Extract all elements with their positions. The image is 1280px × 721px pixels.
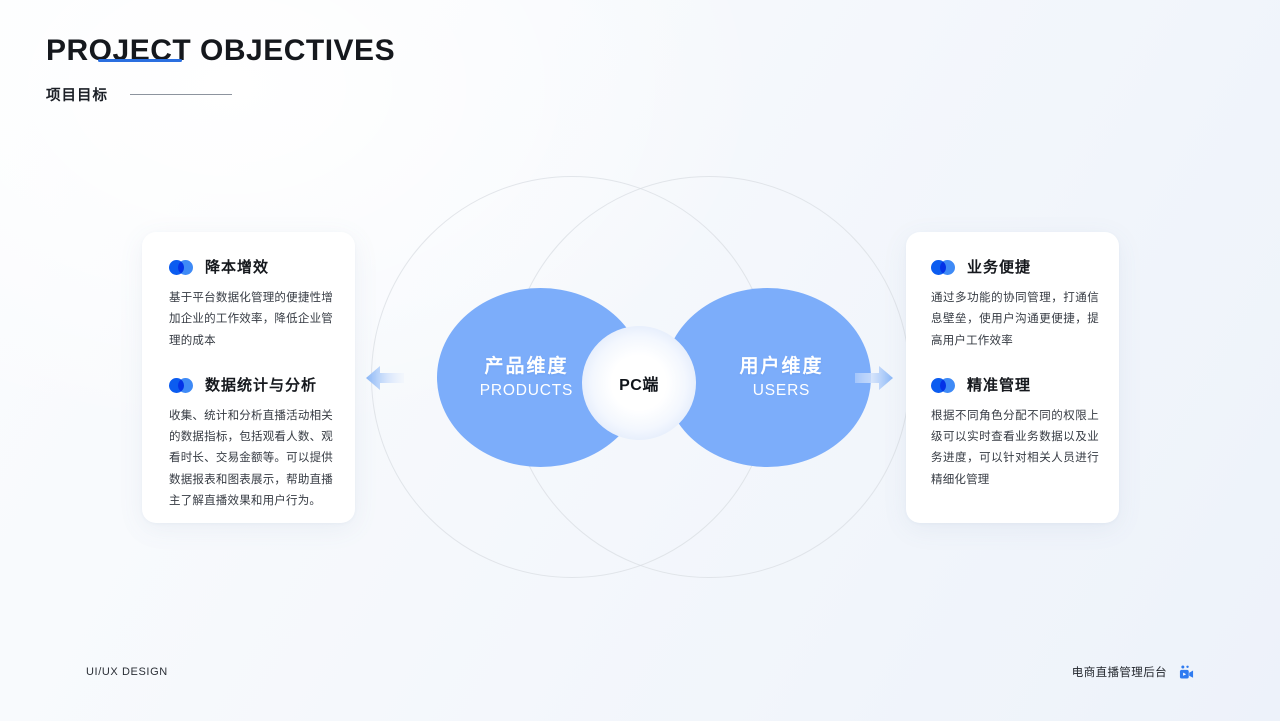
footer-right: 电商直播管理后台 xyxy=(1072,664,1194,680)
venn-intersection-label: PC端 xyxy=(619,377,659,394)
venn-bullet-icon xyxy=(931,377,955,393)
page-title: PROJECT OBJECTIVES xyxy=(46,36,395,66)
outer-ring-left xyxy=(371,176,773,578)
venn-lobe-products[interactable]: 产品维度 PRODUCTS xyxy=(437,288,644,467)
objective-heading: 数据统计与分析 xyxy=(169,376,333,394)
objective-body: 收集、统计和分析直播活动相关的数据指标，包括观看人数、观看时长、交易金额等。可以… xyxy=(169,409,333,507)
venn-bullet-icon xyxy=(169,260,193,275)
objective-heading: 业务便捷 xyxy=(931,260,1099,275)
venn-intersection[interactable]: PC端 xyxy=(582,326,696,440)
video-camera-icon xyxy=(1179,664,1194,678)
objective-block: 降本增效 基于平台数据化管理的便捷性增加企业的工作效率，降低企业管理的成本 xyxy=(169,260,333,352)
objective-body: 根据不同角色分配不同的权限上级可以实时查看业务数据以及业务进度，可以针对相关人员… xyxy=(931,409,1099,486)
objective-block: 数据统计与分析 收集、统计和分析直播活动相关的数据指标，包括观看人数、观看时长、… xyxy=(169,376,333,512)
page-subtitle: 项目目标 xyxy=(46,88,108,104)
objective-title: 业务便捷 xyxy=(967,259,1032,276)
venn-lobe-products-label-cn: 产品维度 xyxy=(484,355,569,377)
objective-title: 精准管理 xyxy=(967,376,1032,394)
title-strikethrough-accent xyxy=(98,59,182,62)
venn-lobe-users-label-cn: 用户维度 xyxy=(739,355,824,377)
objective-block: 业务便捷 通过多功能的协同管理，打通信息壁垒，使用户沟通更便捷，提高用户工作效率 xyxy=(931,260,1099,352)
arrow-left-icon xyxy=(366,366,404,390)
footer-right-label: 电商直播管理后台 xyxy=(1071,667,1167,679)
page-title-text: PROJECT OBJECTIVES xyxy=(46,34,396,67)
subtitle-row: 项目目标 xyxy=(46,84,395,105)
objective-body: 基于平台数据化管理的便捷性增加企业的工作效率，降低企业管理的成本 xyxy=(169,292,333,347)
objective-title: 降本增效 xyxy=(205,259,270,276)
objective-title: 数据统计与分析 xyxy=(205,376,318,394)
objective-heading: 降本增效 xyxy=(169,260,333,275)
venn-lobe-users[interactable]: 用户维度 USERS xyxy=(664,288,871,467)
arrow-right-icon xyxy=(855,366,893,390)
objective-block: 精准管理 根据不同角色分配不同的权限上级可以实时查看业务数据以及业务进度，可以针… xyxy=(931,376,1099,491)
objectives-card-right: 业务便捷 通过多功能的协同管理，打通信息壁垒，使用户沟通更便捷，提高用户工作效率… xyxy=(906,232,1119,523)
venn-bullet-icon xyxy=(169,377,193,393)
slide-header: PROJECT OBJECTIVES 项目目标 xyxy=(46,36,395,105)
subtitle-rule xyxy=(130,93,232,96)
venn-lobe-users-label-en: USERS xyxy=(752,382,811,400)
footer-left-label: UI/UX DESIGN xyxy=(86,666,168,678)
objective-heading: 精准管理 xyxy=(931,376,1099,394)
outer-ring-right xyxy=(508,176,910,578)
venn-bullet-icon xyxy=(931,260,955,275)
venn-lobe-products-label-en: PRODUCTS xyxy=(479,382,574,400)
objective-body: 通过多功能的协同管理，打通信息壁垒，使用户沟通更便捷，提高用户工作效率 xyxy=(931,292,1099,347)
objectives-card-left: 降本增效 基于平台数据化管理的便捷性增加企业的工作效率，降低企业管理的成本 数据… xyxy=(142,232,355,523)
